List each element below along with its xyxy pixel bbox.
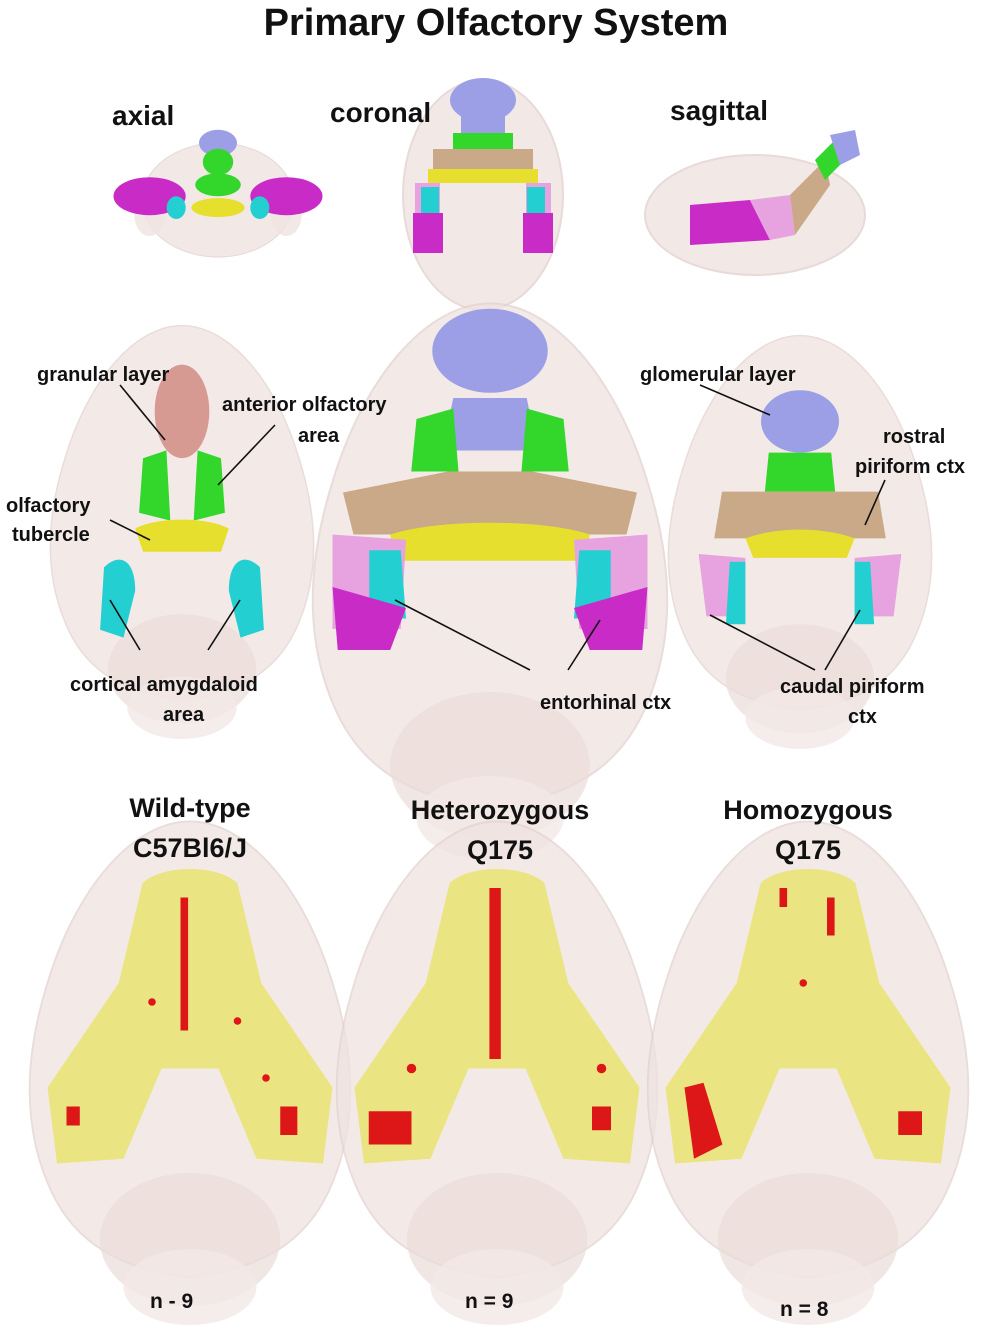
cortical-amygdaloid-label-2: area [163,704,205,726]
olfactory-tubercle-label-2: tubercle [12,524,90,546]
group-heterozygous-line1: Heterozygous [410,795,590,825]
group-homozygous-line1: Homozygous [723,795,893,825]
caudal-piriform-label-2: ctx [848,706,877,728]
leader-lines [109,384,886,671]
anterior-olfactory-label-2: area [298,425,340,447]
axial-label: axial [112,100,175,131]
olfactory-tubercle-label-1: olfactory [6,495,91,517]
coronal-label: coronal [330,97,432,128]
group-homozygous-line2: Q175 [774,835,842,865]
center-labelled-brain [311,302,669,862]
heterozygous-brain [335,820,659,1326]
axial-brain [113,129,323,258]
coronal-brain [402,78,564,311]
left-labelled-brain [49,324,315,740]
anterior-olfactory-label-1: anterior olfactory [222,394,387,416]
wildtype-brain [28,820,352,1326]
rostral-piriform-label-1: rostral [883,426,946,448]
rostral-piriform-label-2: piriform ctx [855,456,966,478]
group-wildtype-title: Wild-type C57Bl6/J [70,788,310,868]
group-wildtype-line1: Wild-type [129,793,251,823]
glomerular-layer-label: glomerular layer [640,364,796,386]
entorhinal-ctx-label: entorhinal ctx [540,692,672,714]
group-heterozygous-title: Heterozygous Q175 [380,790,620,870]
right-labelled-brain [667,334,933,750]
sagittal-brain [644,130,866,276]
homozygous-n: n = 8 [780,1298,829,1321]
heterozygous-n: n = 9 [465,1290,514,1313]
granular-layer-label: granular layer [37,364,170,386]
figure-title: Primary Olfactory System [263,2,729,44]
group-heterozygous-line2: Q175 [466,835,534,865]
homozygous-brain [646,820,970,1326]
group-homozygous-title: Homozygous Q175 [688,790,928,870]
group-wildtype-line2: C57Bl6/J [132,833,248,863]
sagittal-label: sagittal [670,95,769,126]
cortical-amygdaloid-label-1: cortical amygdaloid [70,674,258,696]
wildtype-n: n - 9 [150,1290,194,1313]
caudal-piriform-label-1: caudal piriform [780,676,925,698]
